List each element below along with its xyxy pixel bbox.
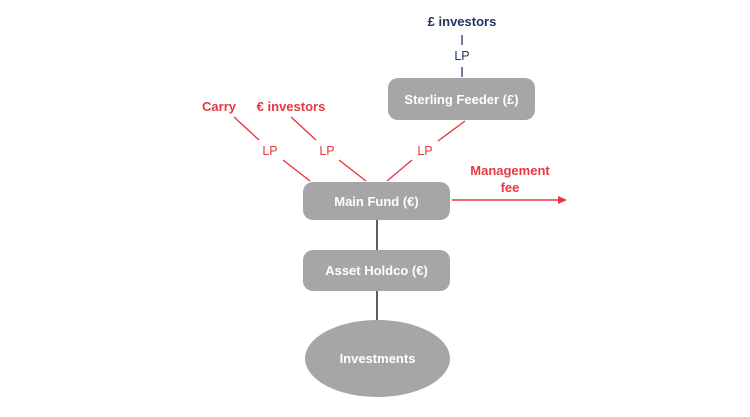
label-lp-carry: LP <box>262 144 278 158</box>
eur-investors-to-lp-line <box>290 116 317 141</box>
node-main-fund: Main Fund (€) <box>303 182 450 220</box>
carry-to-lp-line <box>233 116 260 141</box>
label-lp-eur: LP <box>319 144 335 158</box>
label-lp-feeder: LP <box>417 144 433 158</box>
node-asset-holdco: Asset Holdco (€) <box>303 250 450 291</box>
label-eur-investors: € investors <box>256 99 326 114</box>
label-management-fee: Management fee <box>470 163 550 195</box>
lp-eur-to-main-fund-line <box>338 159 367 182</box>
label-lp-sterling: LP <box>454 49 470 63</box>
label-carry: Carry <box>202 99 236 114</box>
label-gbp-investors: £ investors <box>427 14 497 29</box>
lp-feeder-to-main-fund-line <box>386 159 413 182</box>
sterling-feeder-to-lp-line <box>437 120 466 142</box>
node-sterling-feeder: Sterling Feeder (£) <box>388 78 535 120</box>
lp-carry-to-main-fund-line <box>282 159 311 182</box>
node-investments: Investments <box>305 320 450 397</box>
